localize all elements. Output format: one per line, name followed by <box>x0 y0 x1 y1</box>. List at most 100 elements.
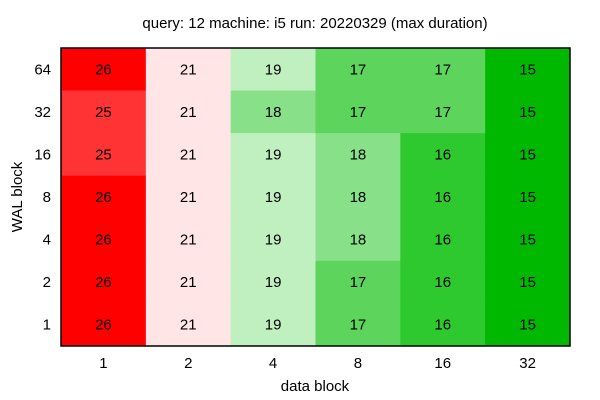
x-tick-label: 8 <box>354 355 362 372</box>
heatmap-cell <box>315 175 401 219</box>
cell-value-label: 26 <box>95 317 112 334</box>
heatmap-cell <box>315 133 401 177</box>
cell-value-label: 26 <box>95 274 112 291</box>
y-tick-label: 1 <box>43 317 51 334</box>
cell-value-label: 21 <box>180 104 197 121</box>
y-tick-label: 8 <box>43 189 51 206</box>
heatmap-cell <box>145 133 232 177</box>
heatmap-cell <box>61 133 147 177</box>
cell-value-label: 15 <box>519 104 536 121</box>
cell-value-label: 17 <box>350 317 367 334</box>
cell-value-label: 21 <box>180 232 197 249</box>
cell-value-label: 17 <box>434 61 451 78</box>
heatmap-cell <box>61 175 147 219</box>
heatmap-cell <box>400 48 486 92</box>
y-tick-label: 16 <box>34 146 51 163</box>
heatmap-cell <box>230 175 316 219</box>
cell-value-label: 15 <box>519 61 536 78</box>
heatmap-cell <box>315 48 401 92</box>
cell-value-label: 17 <box>350 274 367 291</box>
cell-value-label: 17 <box>350 104 367 121</box>
cell-value-label: 15 <box>519 232 536 249</box>
heatmap-cell <box>400 218 486 262</box>
cell-value-label: 21 <box>180 274 197 291</box>
heatmap-cell <box>145 218 232 262</box>
heatmap-cell <box>400 90 486 134</box>
heatmap-cell <box>400 303 486 347</box>
cell-value-label: 17 <box>350 61 367 78</box>
heatmap-cell <box>61 90 147 134</box>
y-axis-label: WAL block <box>9 161 26 232</box>
heatmap-cell <box>230 303 316 347</box>
cell-value-label: 19 <box>265 317 282 334</box>
y-tick-label: 64 <box>34 61 51 78</box>
heatmap-cell <box>400 175 486 219</box>
heatmap-cell <box>145 175 232 219</box>
plot-border <box>60 47 571 347</box>
cell-value-label: 18 <box>350 189 367 206</box>
x-tick-label: 2 <box>184 355 192 372</box>
chart-title: query: 12 machine: i5 run: 20220329 (max… <box>142 15 487 32</box>
cell-value-label: 26 <box>95 232 112 249</box>
heatmap-cell <box>230 260 316 304</box>
y-tick-label: 2 <box>43 274 51 291</box>
cell-value-label: 15 <box>519 146 536 163</box>
x-tick-label: 16 <box>434 355 451 372</box>
cell-value-label: 16 <box>434 317 451 334</box>
cell-value-label: 19 <box>265 232 282 249</box>
heatmap-cell <box>485 303 571 347</box>
cell-value-label: 16 <box>434 189 451 206</box>
heatmap-cell <box>230 133 316 177</box>
cell-value-label: 16 <box>434 274 451 291</box>
y-tick-label: 32 <box>34 104 51 121</box>
cell-value-label: 19 <box>265 61 282 78</box>
cell-value-label: 21 <box>180 317 197 334</box>
x-tick-label: 32 <box>519 355 536 372</box>
y-tick-labels: 64 32 16 8 4 2 1 <box>34 61 51 333</box>
cell-value-label: 25 <box>95 104 112 121</box>
cell-value-label: 16 <box>434 146 451 163</box>
cell-value-label: 19 <box>265 146 282 163</box>
heatmap-cell <box>485 90 571 134</box>
heatmap-cell <box>315 260 401 304</box>
cell-value-label: 26 <box>95 189 112 206</box>
heatmap-cell <box>61 218 147 262</box>
heatmap-cell <box>315 303 401 347</box>
heatmap-cell <box>400 133 486 177</box>
cell-value-label: 26 <box>95 61 112 78</box>
cell-value-label: 18 <box>350 146 367 163</box>
heatmap-cell <box>61 260 147 304</box>
heatmap-cell <box>485 175 571 219</box>
cell-value-label: 15 <box>519 274 536 291</box>
cell-value-label: 21 <box>180 61 197 78</box>
heatmap-cell <box>145 48 232 92</box>
cell-value-label: 15 <box>519 189 536 206</box>
heatmap-cell <box>485 48 571 92</box>
cell-value-label: 25 <box>95 146 112 163</box>
heatmap-cell <box>61 303 147 347</box>
x-tick-label: 4 <box>269 355 277 372</box>
x-axis-label: data block <box>281 378 350 395</box>
cell-value-label: 21 <box>180 189 197 206</box>
y-tick-label: 4 <box>43 232 51 249</box>
heatmap-cell <box>145 90 232 134</box>
heatmap-cell <box>485 260 571 304</box>
x-tick-label: 1 <box>99 355 107 372</box>
heatmap-cell <box>145 260 232 304</box>
heatmap-cell <box>400 260 486 304</box>
heatmap-cell <box>315 218 401 262</box>
heatmap-cell <box>145 303 232 347</box>
cell-value-label: 17 <box>434 104 451 121</box>
cell-value-label: 19 <box>265 274 282 291</box>
heatmap-cell <box>485 218 571 262</box>
heatmap-cell <box>485 133 571 177</box>
heatmap-cell <box>315 90 401 134</box>
x-tick-labels: 1 2 4 8 16 32 <box>99 355 536 372</box>
cell-value-label: 19 <box>265 189 282 206</box>
cell-value-label: 18 <box>350 232 367 249</box>
heatmap-cell <box>230 48 316 92</box>
cell-value-label: 15 <box>519 317 536 334</box>
heatmap-cell <box>61 48 147 92</box>
cell-value-label: 21 <box>180 146 197 163</box>
